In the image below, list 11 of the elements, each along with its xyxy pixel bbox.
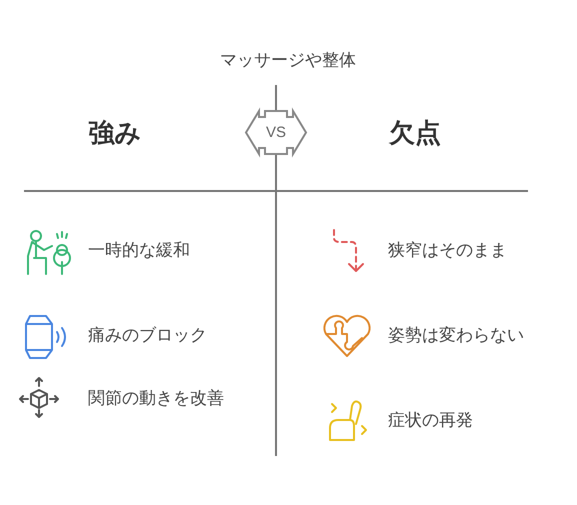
item-text: 狭窄はそのまま [388,240,507,262]
item-text: 痛みのブロック [88,324,207,346]
column-heading: 欠点 [389,116,441,150]
title-text: マッサージや整体 [220,50,356,72]
column-heading: 強み [88,116,142,150]
item-text: 症状の再発 [388,410,473,432]
item-text: 一時的な緩和 [88,240,190,262]
vs-hexagon [245,110,307,155]
item-text: 姿勢は変わらない [388,324,524,346]
vs-text: VS [266,124,286,141]
item-text: 関節の動きを改善 [88,388,224,410]
